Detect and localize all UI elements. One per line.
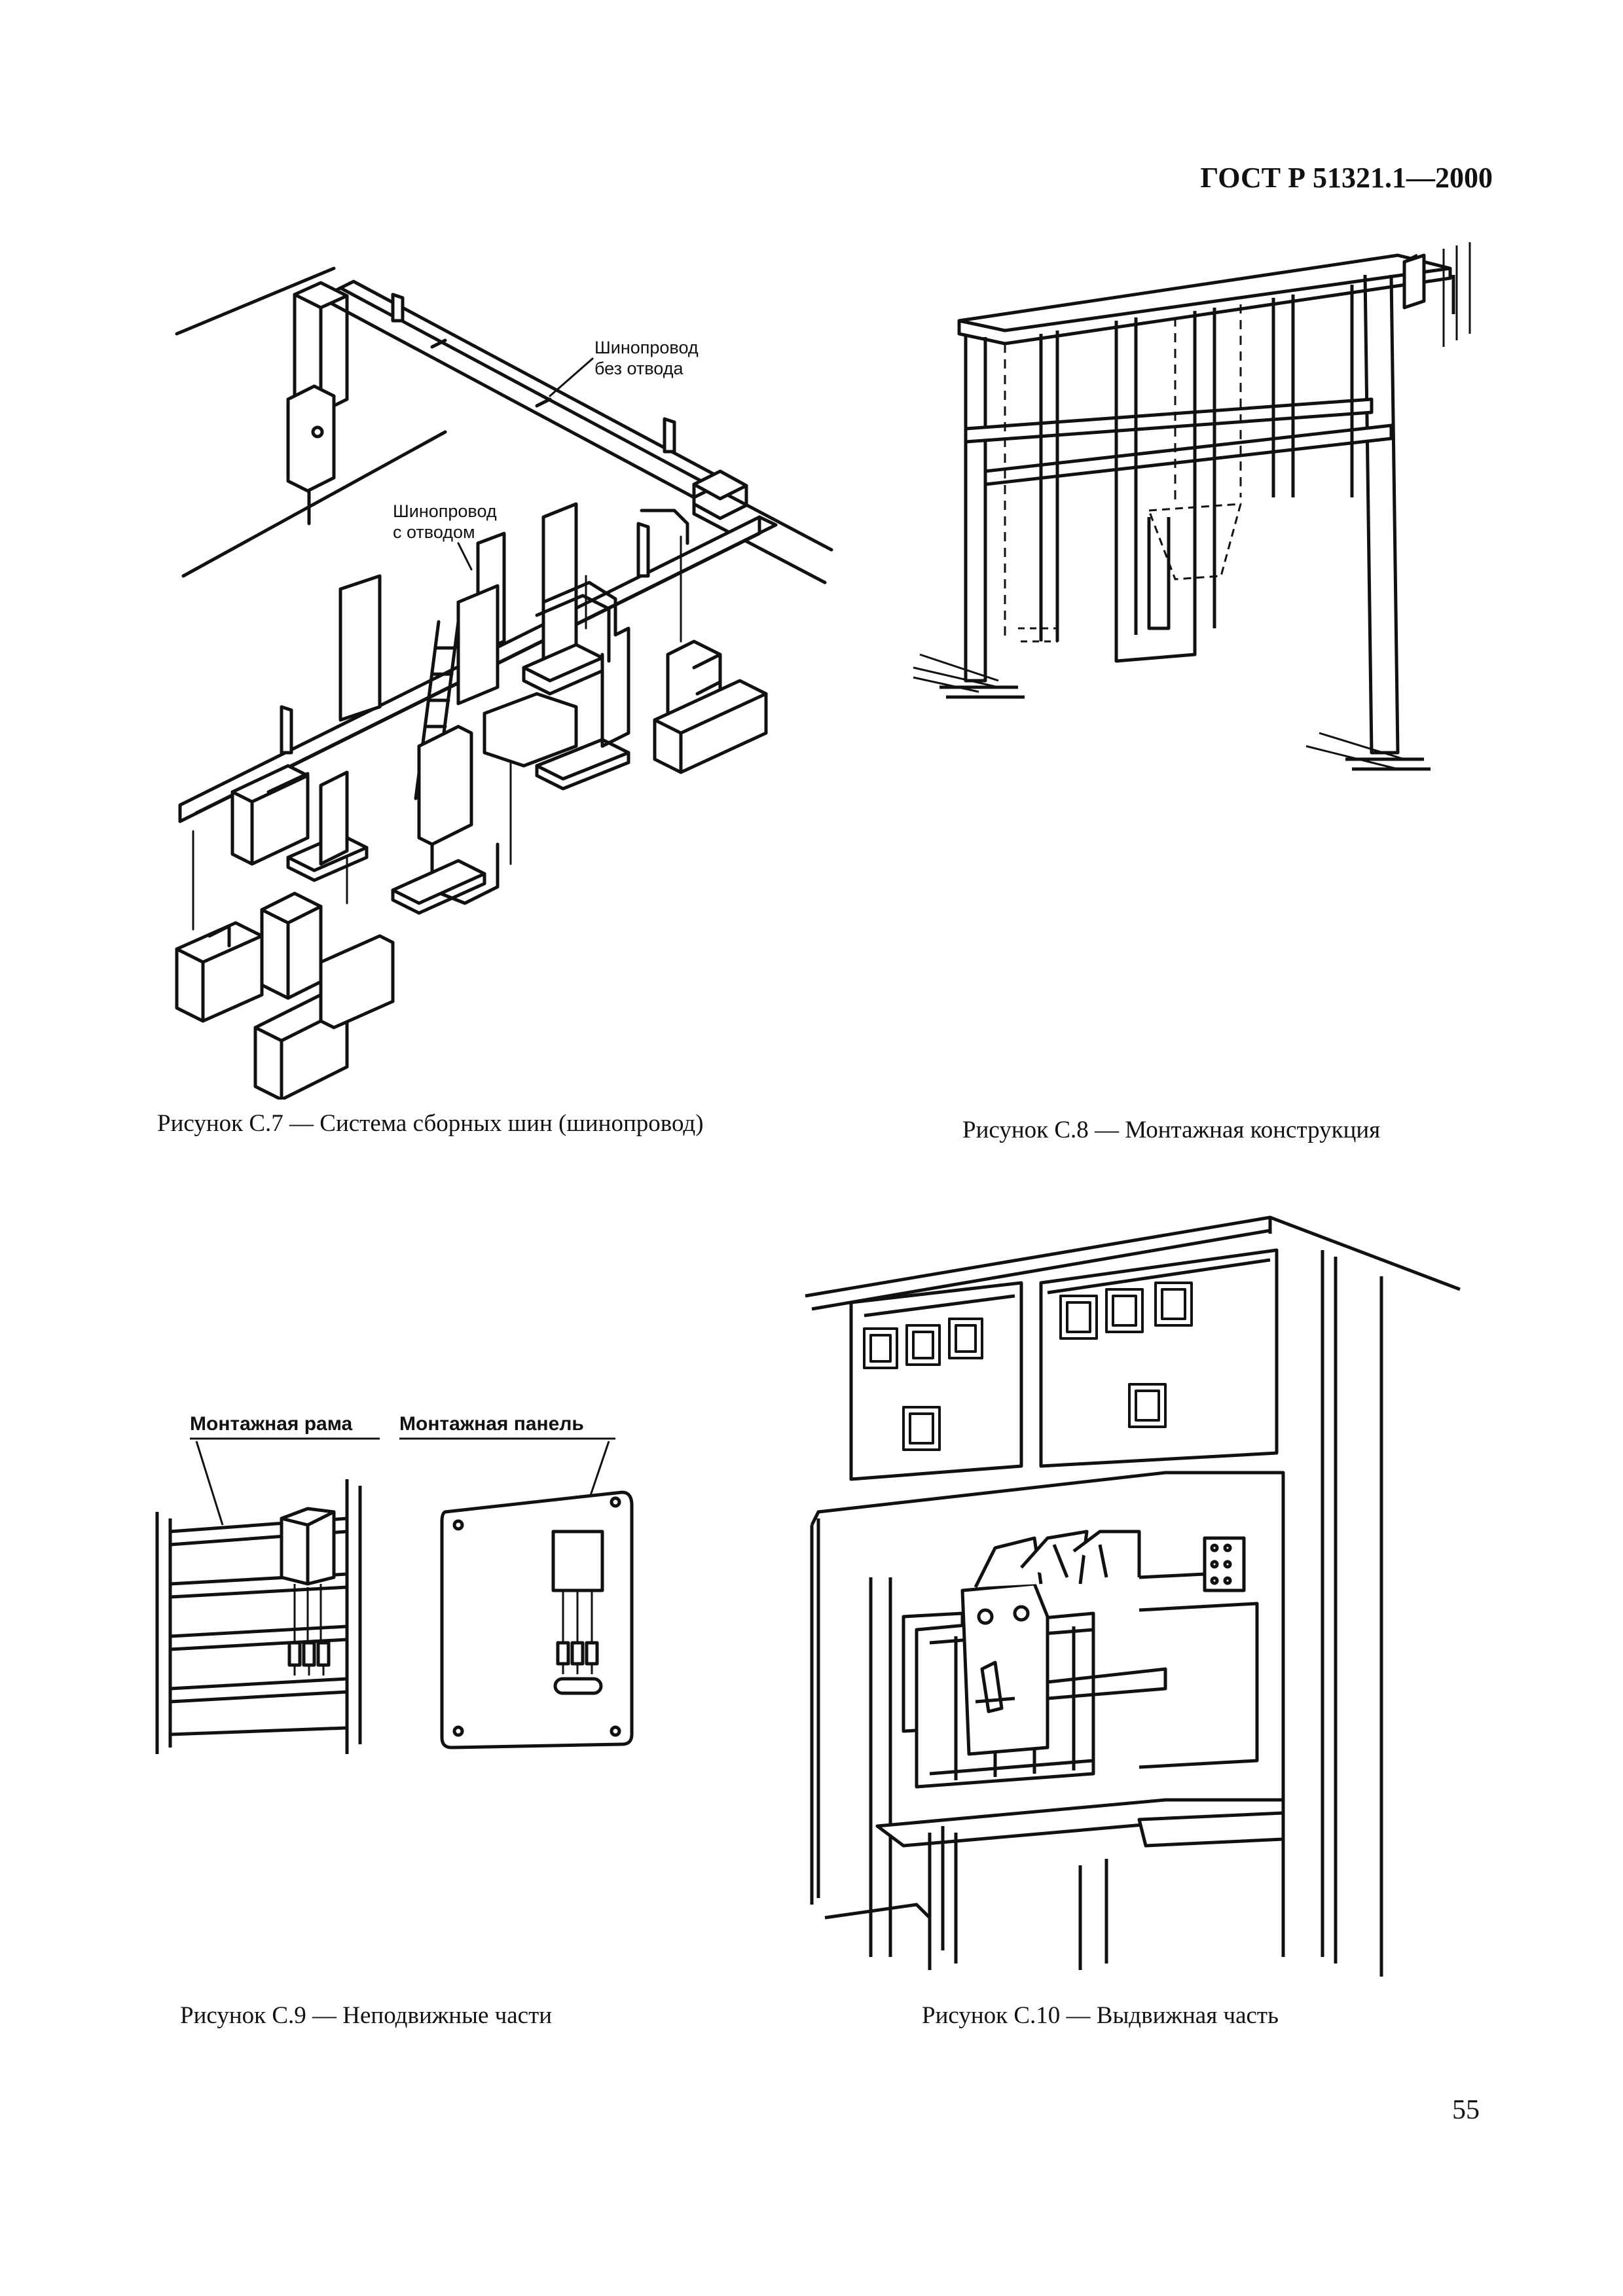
page-number: 55 — [1452, 2095, 1480, 2125]
figure-c8-mounting-structure — [913, 242, 1471, 771]
figure-c10-caption: Рисунок С.10 — Выдвижная часть — [922, 2002, 1279, 2029]
standard-header: ГОСТ Р 51321.1—2000 — [1200, 162, 1493, 194]
label-mounting-frame: Монтажная рама — [190, 1413, 353, 1435]
label-mounting-panel: Монтажная панель — [399, 1413, 584, 1435]
label-busbar-no-tap-1: Шинопровод — [594, 338, 699, 357]
label-busbar-no-tap-2: без отвода — [594, 359, 684, 378]
label-busbar-tap-2: с отводом — [393, 522, 475, 542]
figure-c9-fixed-parts: Монтажная рама Монтажная панель — [155, 1413, 634, 1754]
figure-c7-busbar-system: Шинопровод без отвода Шинопровод с отвод… — [157, 236, 833, 1100]
label-busbar-tap-1: Шинопровод — [393, 501, 497, 521]
figure-c9-caption: Рисунок С.9 — Неподвижные части — [180, 2002, 553, 2029]
figure-c10-withdrawable-part — [805, 1215, 1461, 1977]
figure-c8-caption: Рисунок С.8 — Монтажная конструкция — [962, 1117, 1381, 1143]
figure-c7-caption: Рисунок С.7 — Система сборных шин (шиноп… — [157, 1110, 704, 1137]
